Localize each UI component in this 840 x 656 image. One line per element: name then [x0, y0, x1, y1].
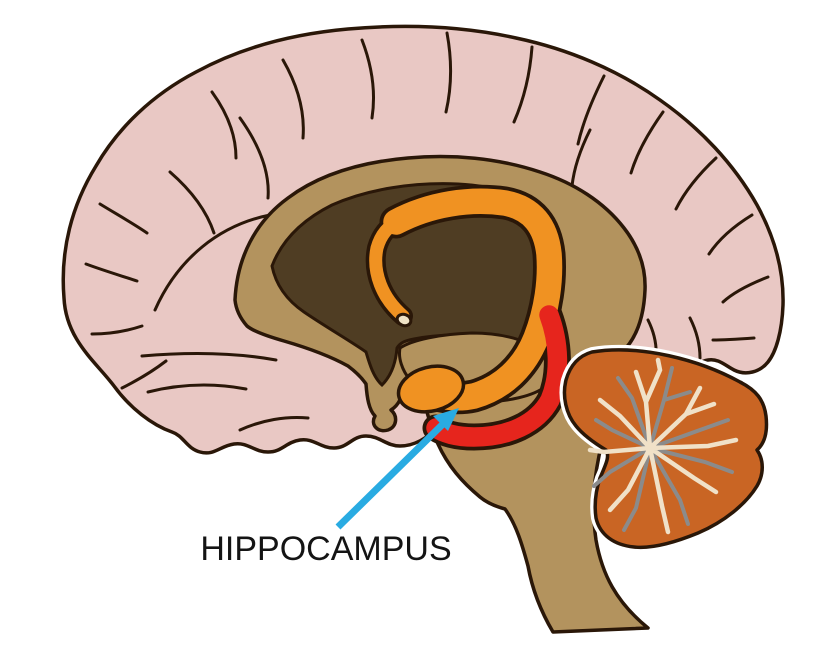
- arbor-vitae-gray: [592, 366, 734, 532]
- cerebellum-group: [559, 344, 772, 553]
- hippocampus-label: HIPPOCAMPUS: [200, 530, 451, 568]
- fornix-band: [383, 188, 563, 411]
- pointer-arrow-shaft: [335, 420, 447, 530]
- arbor-vitae-cream: [587, 357, 739, 535]
- anterior-commissure-dot: [395, 312, 413, 328]
- sulci-lines: [84, 31, 770, 432]
- amygdala-blob: [396, 364, 466, 414]
- pointer-arrow: [335, 408, 459, 530]
- hippocampus-band: [426, 305, 568, 447]
- pointer-arrow-head: [433, 408, 459, 431]
